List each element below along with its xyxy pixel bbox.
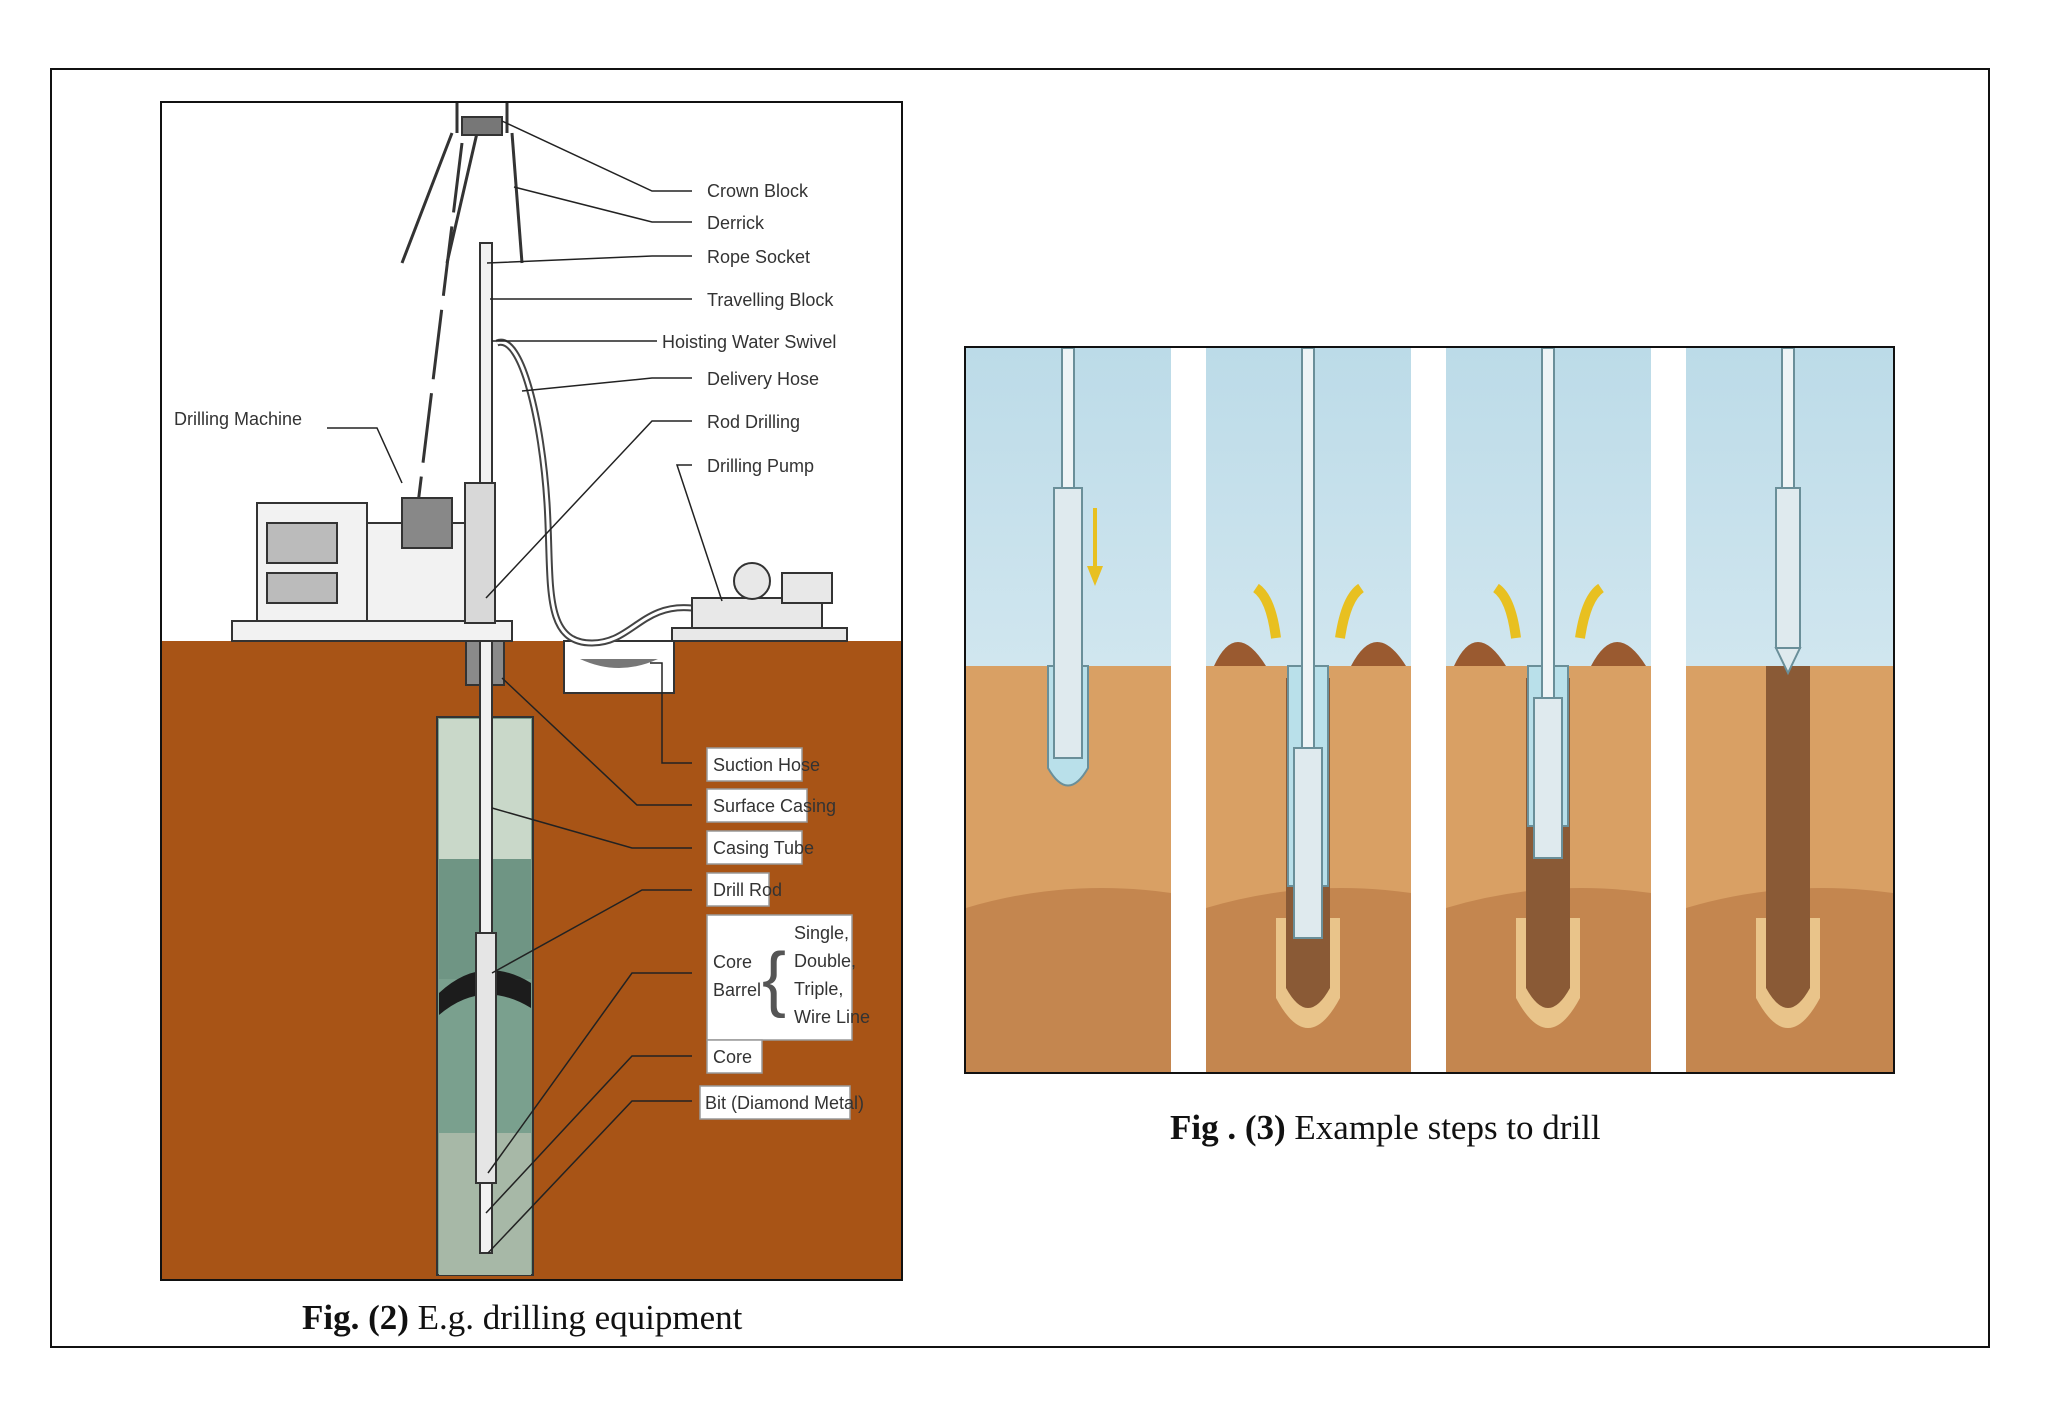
crown-block bbox=[461, 116, 503, 136]
step-4-panel bbox=[1686, 348, 1893, 1072]
label-barrel-type-wire-line: Wire Line bbox=[794, 1007, 870, 1027]
label-bit: Bit (Diamond Metal) bbox=[705, 1093, 864, 1113]
core-barrel bbox=[475, 932, 497, 1184]
label-core-barrel-line1: Core bbox=[713, 952, 752, 972]
drilling-steps-illustration bbox=[964, 346, 1895, 1074]
label-rod-drilling: Rod Drilling bbox=[707, 412, 800, 432]
step-1-panel bbox=[966, 348, 1171, 1072]
label-rope-socket: Rope Socket bbox=[707, 247, 810, 267]
fig3-caption-prefix: Fig . (3) bbox=[1170, 1108, 1286, 1147]
label-drill-rod: Drill Rod bbox=[713, 880, 782, 900]
label-suction-hose: Suction Hose bbox=[713, 755, 820, 775]
delivery-hose bbox=[495, 338, 693, 647]
label-barrel-type-single: Single, bbox=[794, 923, 849, 943]
step-2-panel bbox=[1206, 348, 1411, 1072]
derrick bbox=[400, 103, 524, 264]
figure-frame bbox=[50, 68, 1990, 1348]
core-barrel-brace: { bbox=[762, 939, 786, 1019]
label-drilling-pump: Drilling Pump bbox=[707, 456, 814, 476]
step-3-panel bbox=[1446, 348, 1651, 1072]
label-drilling-machine: Drilling Machine bbox=[174, 409, 302, 429]
label-crown-block: Crown Block bbox=[707, 181, 809, 201]
fig2-caption-prefix: Fig. (2) bbox=[302, 1298, 409, 1337]
fig3-caption: Fig . (3) Example steps to drill bbox=[1170, 1108, 1601, 1148]
label-casing-tube: Casing Tube bbox=[713, 838, 814, 858]
label-delivery-hose: Delivery Hose bbox=[707, 369, 819, 389]
fig2-caption: Fig. (2) E.g. drilling equipment bbox=[302, 1298, 742, 1338]
label-barrel-type-triple: Triple, bbox=[794, 979, 843, 999]
label-travelling-block: Travelling Block bbox=[707, 290, 834, 310]
fig3-caption-text: Example steps to drill bbox=[1285, 1108, 1601, 1147]
label-derrick: Derrick bbox=[707, 213, 765, 233]
drilling-equipment-diagram: Crown Block Derrick Rope Socket Travelli… bbox=[160, 101, 903, 1281]
label-core: Core bbox=[713, 1047, 752, 1067]
drilling-pump bbox=[671, 562, 848, 642]
label-barrel-type-double: Double, bbox=[794, 951, 856, 971]
drilling-machine bbox=[231, 482, 513, 642]
fig2-caption-text: E.g. drilling equipment bbox=[408, 1298, 743, 1337]
label-surface-casing: Surface Casing bbox=[713, 796, 836, 816]
label-hoisting-water-swivel: Hoisting Water Swivel bbox=[662, 332, 836, 352]
label-core-barrel-line2: Barrel bbox=[713, 980, 761, 1000]
